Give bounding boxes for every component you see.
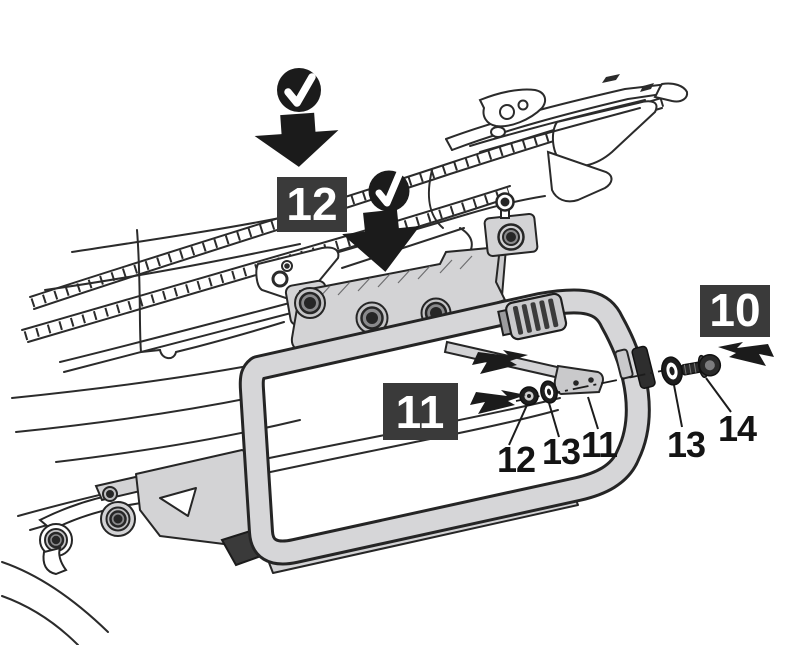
- washer-part-13-right: [661, 356, 683, 386]
- down-arrow-icon: [254, 112, 339, 167]
- mounting-knob: [497, 292, 568, 341]
- upper-mount-block: [483, 192, 539, 258]
- step-box-12-label: 12: [286, 178, 337, 230]
- part-label-11: 11: [581, 424, 618, 465]
- strap-arm: [443, 340, 604, 396]
- part-label-12: 12: [497, 439, 535, 480]
- check-circle-icon: [277, 68, 321, 112]
- step-box-10: 10: [700, 284, 770, 337]
- direction-arrow-icon: [718, 342, 774, 366]
- step-box-10-label: 10: [709, 284, 760, 336]
- direction-arrow-icon: [470, 390, 526, 414]
- part-label-13-left: 13: [542, 431, 580, 472]
- side-carrier-loop: [238, 288, 651, 566]
- bolt-part-14: [680, 354, 722, 379]
- check-circle-icon: [368, 166, 410, 212]
- luggage-rack: [445, 74, 689, 153]
- direction-arrow-icon: [472, 350, 528, 374]
- down-arrow-icon: [342, 209, 420, 272]
- carrier-attachment-lug: [614, 345, 656, 389]
- part-label-14: 14: [718, 408, 757, 449]
- callout-leader-lines: [508, 377, 732, 446]
- motorcycle-tail-line-art: [1, 74, 689, 645]
- step-box-11-label: 11: [396, 386, 445, 438]
- lower-bracket-assembly: [38, 449, 274, 576]
- step-box-12: 12: [277, 177, 347, 232]
- washer-part-13-left: [540, 380, 558, 404]
- part-label-13-right: 13: [667, 424, 705, 465]
- step-box-11: 11: [383, 383, 458, 440]
